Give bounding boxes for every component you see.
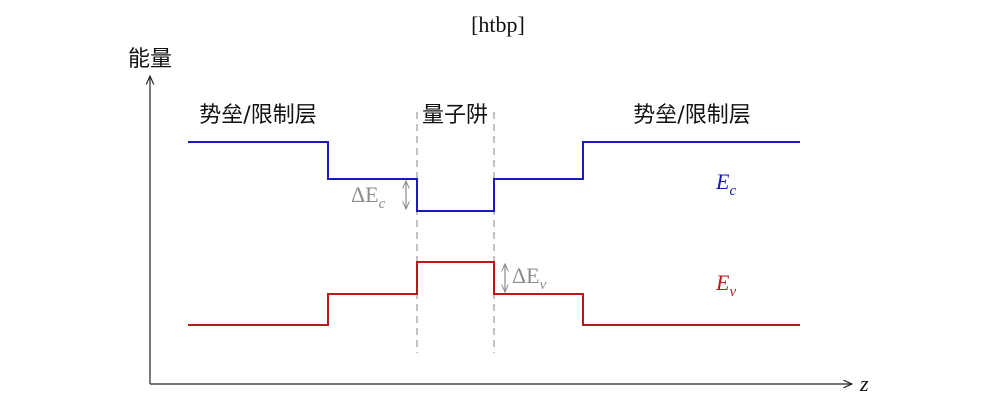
x-axis-label: z	[859, 371, 869, 396]
y-axis-label: 能量	[128, 47, 172, 72]
right-barrier-label: 势垒/限制层	[633, 103, 750, 128]
valence-offset-label: ΔEv	[512, 263, 547, 293]
well-label: 量子阱	[422, 103, 488, 128]
valence-band-label: Ev	[715, 270, 736, 300]
valence-band-edge	[188, 261, 800, 326]
conduction-band-label: Ec	[715, 169, 736, 199]
figure-placement-caption: [htbp]	[471, 12, 525, 37]
left-barrier-label: 势垒/限制层	[199, 103, 316, 128]
conduction-band-edge	[188, 141, 800, 212]
conduction-offset-label: ΔEc	[351, 182, 386, 212]
